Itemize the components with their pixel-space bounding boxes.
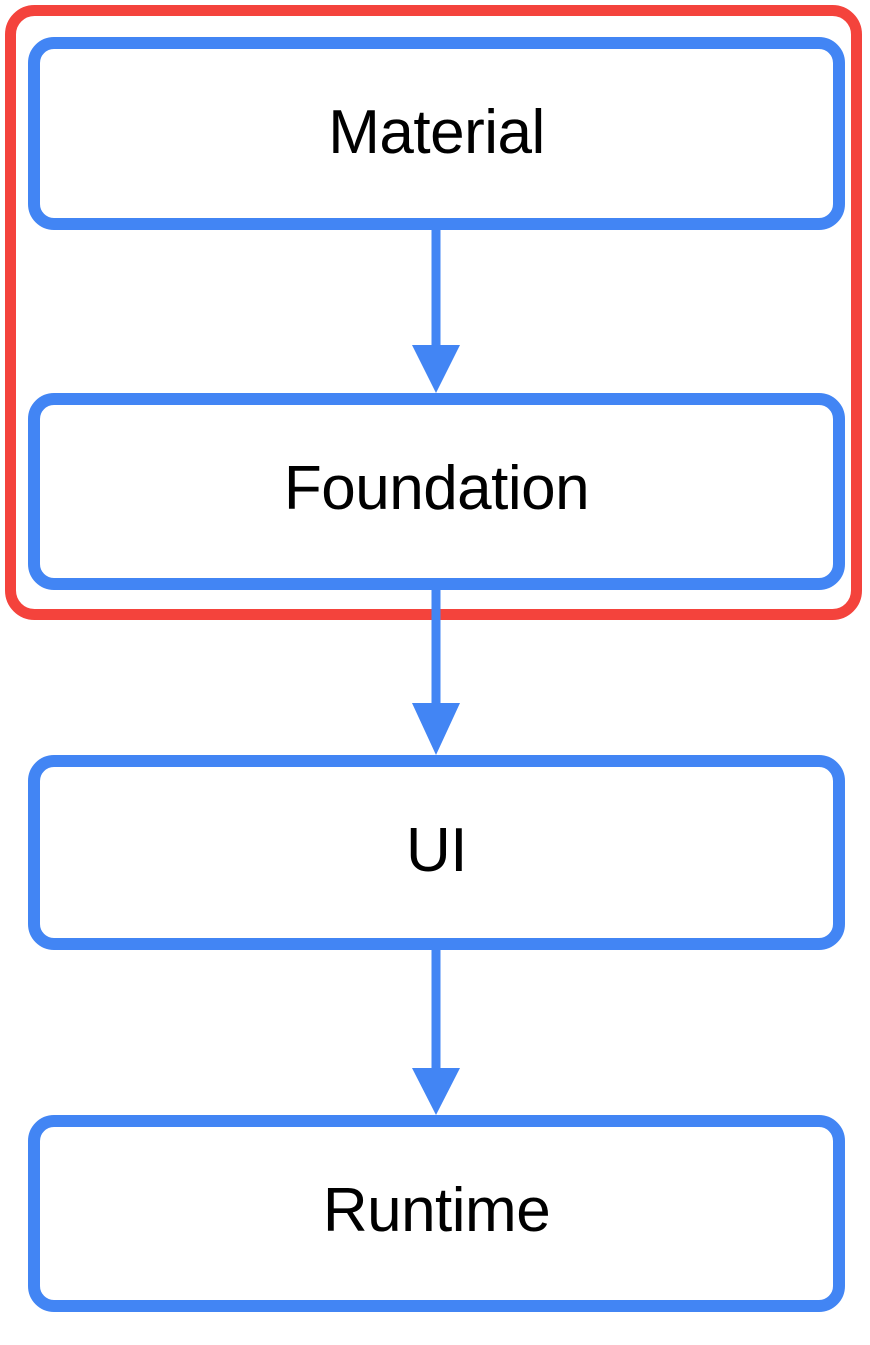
node-box-runtime[interactable]	[28, 1115, 845, 1312]
node-box-foundation[interactable]	[28, 393, 845, 590]
node-box-material[interactable]	[28, 37, 845, 230]
arrow-foundation-to-ui	[412, 590, 460, 755]
arrow-material-to-foundation	[412, 230, 460, 393]
node-box-ui[interactable]	[28, 755, 845, 950]
arrow-ui-to-runtime	[412, 950, 460, 1115]
